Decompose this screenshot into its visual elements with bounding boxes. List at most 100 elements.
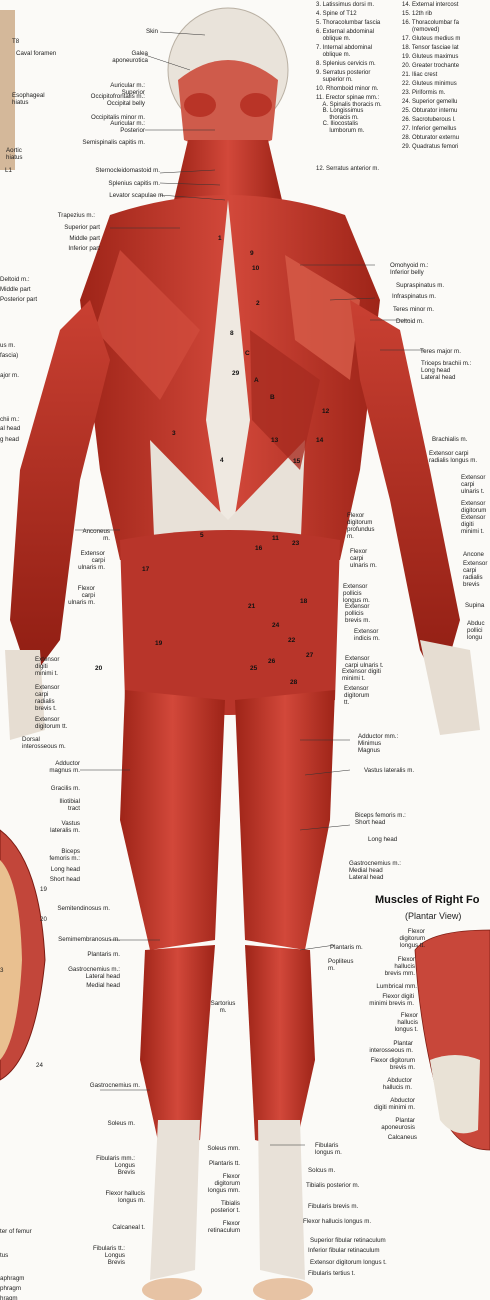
foot-label-0: Flexor digitorum longus tt. bbox=[385, 928, 425, 949]
right-label-17: Adductor mm.: Minimus Magnus bbox=[358, 733, 398, 754]
legend-col1-item-8: 11. Erector spinae mm.: A. Spinalis thor… bbox=[316, 95, 382, 134]
left-label-20: Dorsal interosseous m. bbox=[22, 736, 72, 750]
left-label-18: Extensor carpi radialis brevis t. bbox=[35, 684, 85, 712]
far-left-label-15: 20 bbox=[40, 916, 47, 923]
foot-label-4: Flexor hallucis longus t. bbox=[378, 1012, 418, 1033]
left-label-3: Occipitofrontalis m.: Occipital belly bbox=[50, 93, 145, 107]
far-left-label-18: ter of femur bbox=[0, 1228, 32, 1235]
right-label-2: Infraspinatus m. bbox=[392, 293, 436, 300]
left-label-21: Adductor magnus m. bbox=[40, 760, 80, 774]
left-label-38: Calcaneal t. bbox=[60, 1224, 145, 1231]
body-number-17: 20 bbox=[95, 665, 102, 672]
left-label-32: Medial head bbox=[40, 982, 120, 989]
foot-label-9: Plantar aponeurosis bbox=[360, 1117, 415, 1131]
foot-inset-illustration bbox=[415, 930, 490, 1150]
left-label-26: Long head bbox=[40, 866, 80, 873]
far-left-label-10: ajor m. bbox=[0, 372, 19, 379]
left-label-39: Fibularis tt.: Longus Brevis bbox=[40, 1245, 125, 1266]
far-right-label-5: Abduc pollici longu bbox=[467, 620, 485, 641]
foot-inset-subtitle: (Plantar View) bbox=[405, 911, 461, 921]
body-number-14: 17 bbox=[142, 566, 149, 573]
far-left-label-16: 3 bbox=[0, 967, 3, 974]
left-label-35: Soleus m. bbox=[40, 1120, 135, 1127]
right-label-14: Extensor carpi ulnaris t. bbox=[345, 655, 384, 669]
far-left-label-12: al head bbox=[0, 425, 20, 432]
right-label-16: Extensor digitorum tt. bbox=[344, 685, 369, 706]
left-label-31: Gastrocnemius m.: Lateral head bbox=[40, 966, 120, 980]
body-number-8: 11 bbox=[272, 535, 279, 542]
right-label-23: Popliteus m. bbox=[328, 958, 353, 972]
right-label-3: Teres minor m. bbox=[393, 306, 434, 313]
legend-col2-item-12: 26. Sacrotuberous l. bbox=[402, 117, 456, 124]
body-number-10: 13 bbox=[271, 437, 278, 444]
body-number-22: 25 bbox=[250, 665, 257, 672]
left-label-7: Sternocleidomastoid m. bbox=[60, 167, 160, 174]
body-number-20: 23 bbox=[292, 540, 299, 547]
far-right-label-2: Ancone bbox=[463, 551, 484, 558]
left-label-40: Soleus mm. bbox=[165, 1145, 240, 1152]
body-number-21: 24 bbox=[272, 622, 279, 629]
far-left-label-21: phragm bbox=[0, 1285, 21, 1292]
left-label-8: Splenius capitis m. bbox=[60, 180, 160, 187]
right-label-32: Fibularis tertius t. bbox=[308, 1270, 355, 1277]
body-number-13: 16 bbox=[255, 545, 262, 552]
left-label-1: Galea aponeurotica bbox=[70, 50, 148, 64]
right-label-20: Long head bbox=[368, 836, 397, 843]
legend-col2-item-11: 25. Obturator internu bbox=[402, 108, 457, 115]
far-left-label-1: Caval foramen bbox=[16, 50, 56, 57]
left-label-27: Short head bbox=[40, 876, 80, 883]
left-label-5: Auricular m.: Posterior bbox=[70, 120, 145, 134]
right-label-27: Fibularis brevis m. bbox=[308, 1203, 358, 1210]
right-label-29: Superior fibular retinaculum bbox=[310, 1237, 386, 1244]
legend-col2-item-5: 19. Gluteus maximus bbox=[402, 54, 458, 61]
body-number-7: 10 bbox=[252, 265, 259, 272]
far-right-label-4: Supina bbox=[465, 602, 484, 609]
left-label-9: Levator scapulae m. bbox=[60, 192, 165, 199]
right-label-13: Extensor indicis m. bbox=[354, 628, 380, 642]
far-left-label-3: Aortic hiatus bbox=[6, 147, 23, 161]
head bbox=[168, 8, 288, 150]
foot-label-1: Flexor hallucis brevis mm. bbox=[375, 956, 415, 977]
left-label-44: Flexor retinaculum bbox=[175, 1220, 240, 1234]
right-label-18: Vastus lateralis m. bbox=[364, 767, 414, 774]
far-left-label-19: tus bbox=[0, 1252, 8, 1259]
left-label-28: Semitendinosus m. bbox=[40, 905, 110, 912]
body-number-6: 9 bbox=[250, 250, 254, 257]
far-left-label-13: g head bbox=[0, 436, 19, 443]
legend-col1-item-2: 5. Thoracolumbar fascia bbox=[316, 20, 380, 27]
right-label-10: Flexor carpi ulnaris m. bbox=[350, 548, 377, 569]
right-label-9: Flexor digitorum profundus m. bbox=[347, 512, 375, 540]
body-number-18: 21 bbox=[248, 603, 255, 610]
legend-col2-item-6: 20. Greater trochante bbox=[402, 63, 459, 70]
far-left-label-11: chii m.: bbox=[0, 416, 20, 423]
right-label-15: Extensor digiti minimi t. bbox=[342, 668, 381, 682]
legend-col1-item-1: 4. Spine of T12 bbox=[316, 11, 357, 18]
far-left-label-4: L1 bbox=[5, 167, 12, 174]
right-label-7: Brachialis m. bbox=[432, 436, 467, 443]
foot-label-6: Flexor digitorum brevis m. bbox=[340, 1057, 415, 1071]
far-left-label-8: us m. bbox=[0, 342, 15, 349]
legend-col2-item-9: 23. Piriformis m. bbox=[402, 90, 445, 97]
foot-label-7: Abductor hallucis m. bbox=[367, 1077, 412, 1091]
left-label-14: Anconeus m. bbox=[60, 528, 110, 542]
right-label-19: Biceps femoris m.: Short head bbox=[355, 812, 406, 826]
foot-label-10: Calcaneus bbox=[372, 1134, 417, 1141]
legend-col2-item-14: 28. Obturator externu bbox=[402, 135, 459, 142]
foot-label-2: Lumbrical mm. bbox=[357, 983, 417, 990]
legend-col2-item-15: 29. Quadratus femori bbox=[402, 144, 458, 151]
foot-label-3: Flexor digiti minimi brevis m. bbox=[344, 993, 414, 1007]
body-number-15: 18 bbox=[300, 598, 307, 605]
legend-col1-item-7: 10. Rhomboid minor m. bbox=[316, 86, 378, 93]
legend-col2-item-7: 21. Iliac crest bbox=[402, 72, 437, 79]
left-label-23: Iliotibial tract bbox=[40, 798, 80, 812]
right-label-22: Plantaris m. bbox=[330, 944, 363, 951]
body-number-0: 1 bbox=[218, 235, 222, 242]
right-label-8: Extensor carpi radialis longus m. bbox=[429, 450, 477, 464]
left-label-11: Superior part bbox=[25, 224, 100, 231]
right-label-28: Flexor hallucis longus m. bbox=[303, 1218, 371, 1225]
legend-col2-item-1: 15. 12th rib bbox=[402, 11, 432, 18]
legend-col2-item-13: 27. Inferior gemellus bbox=[402, 126, 456, 133]
far-left-label-2: Esophageal hiatus bbox=[12, 92, 45, 106]
legend-col2-item-10: 24. Superior gemellu bbox=[402, 99, 457, 106]
